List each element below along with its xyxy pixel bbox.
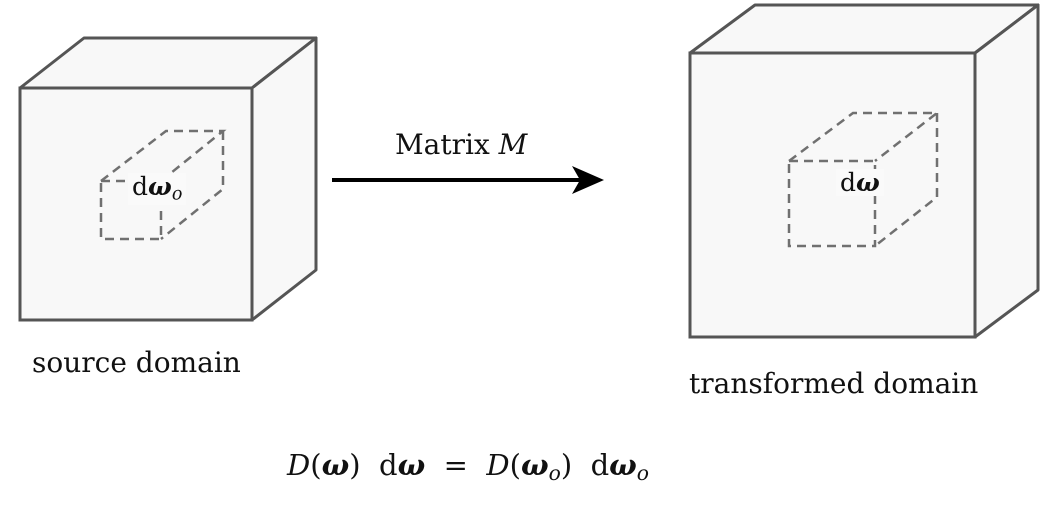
transform-arrow xyxy=(332,166,604,194)
source-d-symbol: d xyxy=(132,172,149,201)
source-differential-label: dωo xyxy=(128,172,187,205)
target-omega-symbol: ω xyxy=(856,168,880,197)
transform-label: Matrix M xyxy=(395,131,527,159)
source-sub-o: o xyxy=(171,184,183,205)
target-differential-label: dω xyxy=(836,169,884,196)
source-cube xyxy=(18,36,318,322)
target-cube xyxy=(688,3,1040,339)
target-differential-cube xyxy=(787,111,941,248)
eq-d-right: d xyxy=(590,448,610,482)
source-domain-label: source domain xyxy=(32,346,241,379)
eq-d-left: d xyxy=(378,448,398,482)
eq-sub-o-2: o xyxy=(636,461,649,486)
target-cube-front-face xyxy=(688,51,977,339)
source-dcube-side xyxy=(160,131,225,240)
source-cube-side-face xyxy=(250,36,318,322)
target-dcube-top xyxy=(788,111,941,162)
eq-omega-right: ω xyxy=(520,448,549,482)
eq-sub-o-1: o xyxy=(548,461,561,486)
target-dcube-side xyxy=(874,113,939,247)
source-omega-symbol: ω xyxy=(148,172,172,201)
eq-rparen-left: ) xyxy=(349,448,361,482)
eq-domega-right: ω xyxy=(609,448,637,482)
eq-lparen-right: ( xyxy=(509,448,521,482)
target-cube-side-face xyxy=(973,3,1040,339)
source-dcube-top xyxy=(100,129,227,182)
eq-omega-left: ω xyxy=(321,448,350,482)
eq-equals: = xyxy=(443,448,468,482)
eq-rparen-right: ) xyxy=(560,448,573,482)
arrow-head xyxy=(572,166,604,194)
eq-D-right: D xyxy=(486,448,510,482)
transform-label-symbol: M xyxy=(498,128,528,161)
transform-label-word: Matrix xyxy=(395,128,490,161)
eq-lparen-left: ( xyxy=(310,448,322,482)
conservation-equation: D(ω) dω = D(ωo) dωo xyxy=(287,448,649,486)
eq-domega-left: ω xyxy=(397,448,426,482)
eq-D-left: D xyxy=(287,448,311,482)
target-domain-label: transformed domain xyxy=(689,367,979,400)
target-dcube-front xyxy=(787,159,877,248)
target-d-symbol: d xyxy=(840,168,857,197)
